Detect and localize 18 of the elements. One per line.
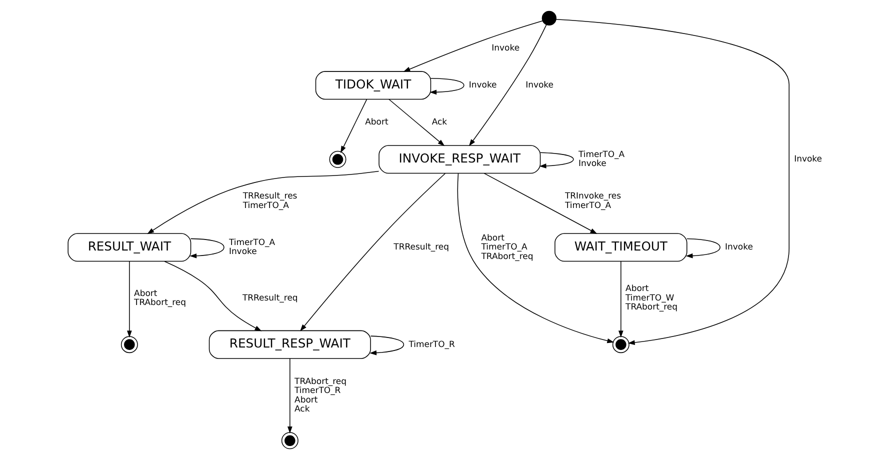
edge-label: Abort TRAbort_req: [134, 288, 186, 308]
edge-label: TRInvoke_res TimerTO_A: [564, 190, 621, 210]
edge-label: TimerTO_A Invoke: [578, 148, 624, 168]
edge-label: TRResult_res TimerTO_A: [242, 190, 297, 210]
edge-label: Abort TimerTO_W TRAbort_req: [625, 283, 678, 312]
edge-label: Invoke: [491, 42, 520, 52]
edge-label: TRAbort_req TimerTO_R Abort Ack: [294, 376, 346, 414]
edge-label: Invoke: [794, 154, 822, 164]
edge-label: TRResult_req: [393, 242, 449, 252]
edge-label: Abort: [364, 116, 388, 127]
edge-label: Invoke: [468, 79, 496, 90]
edge-label: Invoke: [724, 242, 752, 252]
edge-label: TRResult_req: [242, 292, 298, 302]
edge-label: Ack: [431, 116, 447, 127]
edge-label: Invoke: [525, 79, 553, 90]
edge-label: TimerTO_R: [408, 338, 454, 349]
edge-label: TimerTO_A Invoke: [228, 236, 275, 256]
edge-label: Abort TimerTO_A TRAbort_req: [480, 232, 533, 261]
